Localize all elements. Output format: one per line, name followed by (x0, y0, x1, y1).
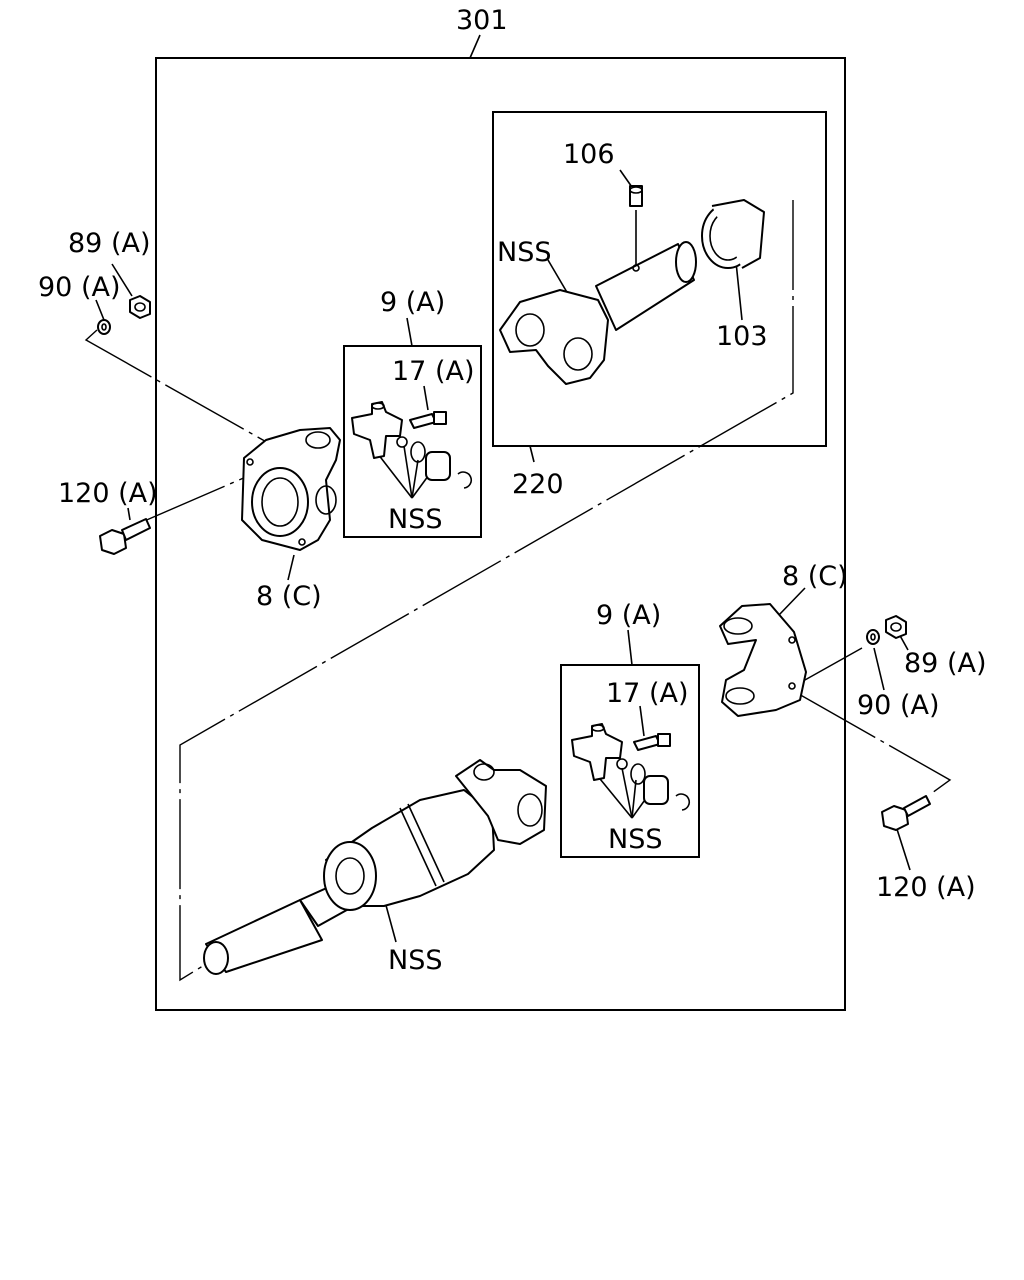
bolt-icon (881, 795, 931, 831)
bolt-icon (99, 518, 151, 555)
universal-joint-cross-icon (571, 723, 691, 811)
flange-yoke-icon (241, 427, 341, 551)
label-washer-right: 90 (A) (857, 690, 939, 721)
label-nut-right: 89 (A) (904, 648, 986, 679)
label-fitting-bottom: 17 (A) (606, 678, 688, 709)
label-nut-top: 89 (A) (68, 228, 150, 259)
label-fitting-top: 17 (A) (392, 356, 474, 387)
label-kit-bottom: 9 (A) (596, 600, 661, 631)
washer-icon (97, 319, 111, 335)
kit-bottom-frame (560, 664, 700, 858)
leader-lines (84, 34, 952, 982)
seal-icon (701, 199, 765, 269)
universal-joint-cross-icon (351, 401, 473, 489)
label-nss-kit-top: NSS (388, 504, 442, 535)
assembly-frame (155, 57, 846, 1011)
label-flange-top: 8 (C) (256, 581, 322, 612)
label-seal: 103 (716, 321, 768, 352)
grease-fitting-icon (633, 733, 671, 751)
label-nss-kit-bottom: NSS (608, 824, 662, 855)
label-nss-shaft: NSS (388, 945, 442, 976)
label-kit-top: 9 (A) (380, 287, 445, 318)
label-bolt-top: 120 (A) (58, 478, 158, 509)
label-grease-fitting: 106 (563, 139, 615, 170)
slip-yoke-tube-icon (499, 241, 697, 385)
label-nss-yoke: NSS (497, 237, 551, 268)
slip-shaft-frame (492, 111, 827, 447)
label-washer-top: 90 (A) (38, 272, 120, 303)
nut-icon (885, 615, 907, 639)
label-bolt-right: 120 (A) (876, 872, 976, 903)
grease-fitting-icon (629, 185, 643, 207)
grease-fitting-icon (409, 411, 447, 429)
washer-icon (866, 629, 880, 645)
label-shaft-box: 220 (512, 469, 564, 500)
label-assembly: 301 (456, 5, 508, 36)
nut-icon (129, 295, 151, 319)
kit-top-frame (343, 345, 482, 538)
splined-shaft-icon (203, 759, 547, 975)
label-flange-right: 8 (C) (782, 561, 848, 592)
flange-yoke-icon (719, 603, 807, 717)
